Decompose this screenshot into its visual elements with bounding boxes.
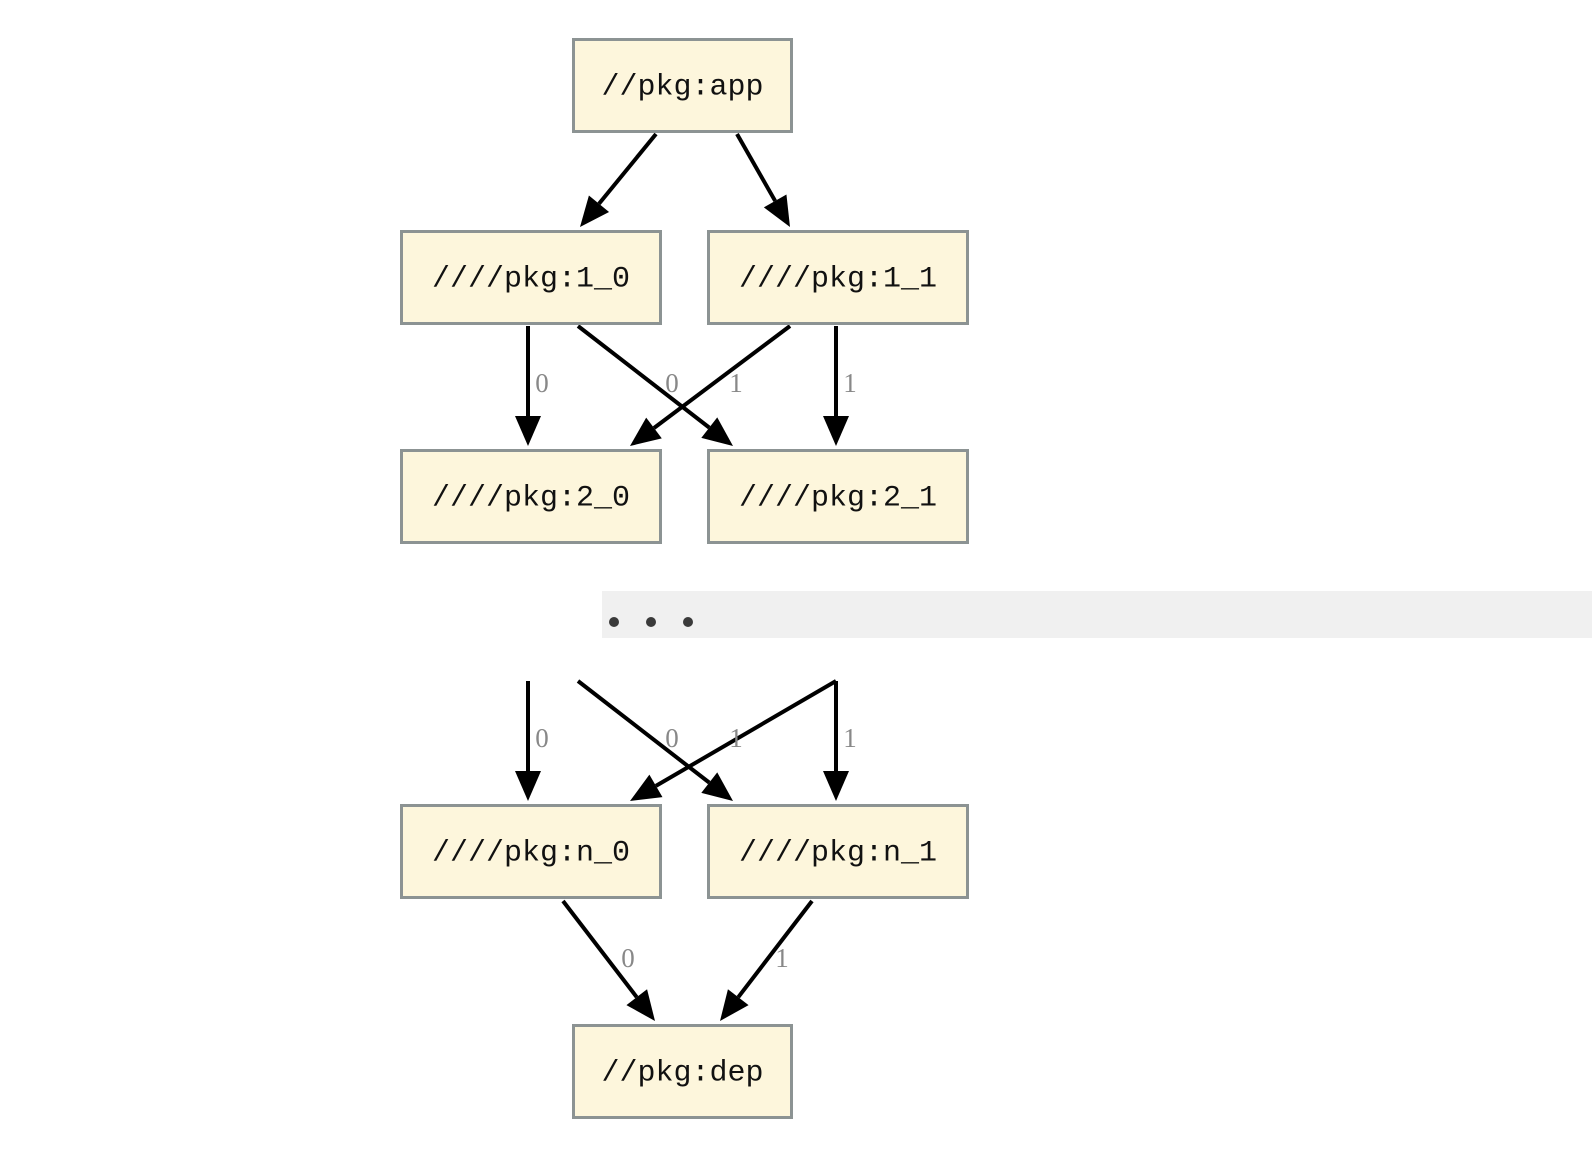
edge-label: 1 xyxy=(843,723,857,753)
graph-edge xyxy=(515,681,541,801)
graph-node-l1_0[interactable]: ////pkg:1_0 xyxy=(400,230,662,325)
node-box[interactable] xyxy=(572,38,793,133)
graph-node-ln_1[interactable]: ////pkg:n_1 xyxy=(707,804,969,899)
graph-edge xyxy=(823,326,849,446)
graph-edge xyxy=(630,324,792,446)
graph-edge xyxy=(823,681,849,801)
edge-label: 1 xyxy=(843,368,857,398)
edge-label: 1 xyxy=(729,723,743,753)
edge-label: 0 xyxy=(535,723,549,753)
edge-label: 0 xyxy=(621,943,635,973)
ellipsis-region xyxy=(602,591,1592,638)
node-label: ////pkg:1_0 xyxy=(432,262,630,296)
node-label: //pkg:dep xyxy=(601,1056,763,1090)
node-box[interactable] xyxy=(707,804,969,899)
graph-edge xyxy=(580,132,658,227)
node-label: ////pkg:2_0 xyxy=(432,481,630,515)
node-box[interactable] xyxy=(572,1024,793,1119)
node-box[interactable] xyxy=(400,804,662,899)
node-label: ////pkg:n_0 xyxy=(432,836,630,870)
graph-edge xyxy=(720,899,814,1021)
node-box[interactable] xyxy=(707,230,969,325)
graph-node-app[interactable]: //pkg:app xyxy=(572,38,793,133)
nodes-layer: //pkg:app ////pkg:1_0 ////pkg:1_1 ////pkg:2… xyxy=(400,38,969,1119)
edge-labels-layer: 0 0 1 1 0 0 1 1 0 1 xyxy=(535,368,857,973)
edge-label: 0 xyxy=(665,723,679,753)
graph-edge xyxy=(576,324,733,446)
graph-edge xyxy=(576,679,733,801)
edge-label: 0 xyxy=(665,368,679,398)
node-box[interactable] xyxy=(400,230,662,325)
graph-edge xyxy=(561,899,655,1021)
edges-layer xyxy=(515,132,849,1021)
graph-edge xyxy=(630,679,838,801)
ellipsis-dot xyxy=(683,617,693,627)
node-label: ////pkg:n_1 xyxy=(739,836,937,870)
node-label: //pkg:app xyxy=(601,70,763,104)
edge-label: 0 xyxy=(535,368,549,398)
ellipsis-dot xyxy=(609,617,619,627)
edge-label: 1 xyxy=(775,943,789,973)
graph-node-ln_0[interactable]: ////pkg:n_0 xyxy=(400,804,662,899)
node-label: ////pkg:1_1 xyxy=(739,262,937,296)
graph-node-l1_1[interactable]: ////pkg:1_1 xyxy=(707,230,969,325)
graph-edge xyxy=(515,326,541,446)
ellipsis-band xyxy=(602,591,1592,638)
graph-node-l2_1[interactable]: ////pkg:2_1 xyxy=(707,449,969,544)
graph-node-dep[interactable]: //pkg:dep xyxy=(572,1024,793,1119)
edge-label: 1 xyxy=(729,368,743,398)
graph-node-l2_0[interactable]: ////pkg:2_0 xyxy=(400,449,662,544)
node-label: ////pkg:2_1 xyxy=(739,481,937,515)
ellipsis-dot xyxy=(646,617,656,627)
graph-edge xyxy=(735,133,790,227)
node-box[interactable] xyxy=(707,449,969,544)
node-box[interactable] xyxy=(400,449,662,544)
